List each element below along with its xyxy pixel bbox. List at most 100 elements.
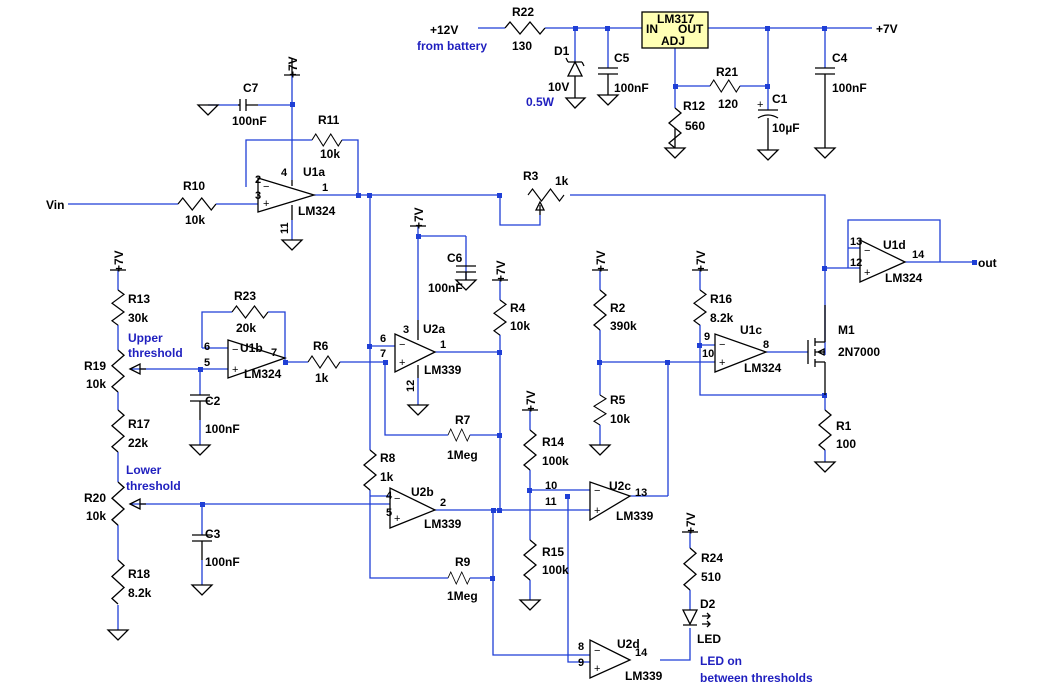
u1b-name: U1b <box>240 341 263 355</box>
m1-name: M1 <box>838 323 855 337</box>
label-7v-u1a: +7V <box>286 56 300 78</box>
c4-name: C4 <box>832 51 848 65</box>
pin: 3 <box>255 190 261 202</box>
svg-text:+: + <box>232 364 238 376</box>
pin: 10 <box>545 480 557 492</box>
r20-value: 10k <box>86 509 106 523</box>
reg-out: OUT <box>678 22 704 36</box>
u1c-part: LM324 <box>744 361 782 375</box>
reg-name: LM317 <box>657 12 695 26</box>
svg-text:−: − <box>263 181 269 193</box>
r6-name: R6 <box>313 339 329 353</box>
d2-name: D2 <box>700 597 716 611</box>
r23-name: R23 <box>234 289 256 303</box>
r10-value: 10k <box>185 213 205 227</box>
r10-name: R10 <box>183 179 205 193</box>
pin: 11 <box>279 222 291 234</box>
pin: 2 <box>440 497 446 509</box>
label-7v-r16: +7V <box>694 250 708 272</box>
pin: 6 <box>204 341 210 353</box>
c2-name: C2 <box>205 394 221 408</box>
r14-name: R14 <box>542 435 564 449</box>
label-out: out <box>978 256 997 270</box>
label-vin: Vin <box>46 198 64 212</box>
r9-name: R9 <box>455 555 471 569</box>
c2-value: 100nF <box>205 422 240 436</box>
pin: 9 <box>704 331 710 343</box>
u1a-name: U1a <box>303 165 325 179</box>
r4-value: 10k <box>510 319 530 333</box>
pin: 5 <box>204 357 210 369</box>
r13-value: 30k <box>128 311 148 325</box>
pin: 12 <box>850 257 862 269</box>
r14-value: 100k <box>542 454 569 468</box>
u2c-part: LM339 <box>616 509 654 523</box>
svg-text:−: − <box>864 245 870 257</box>
d1-name: D1 <box>554 44 570 58</box>
r22-name: R22 <box>512 5 534 19</box>
pin: 13 <box>635 487 647 499</box>
svg-text:+: + <box>594 663 600 675</box>
u1a-part: LM324 <box>298 204 336 218</box>
d1-value: 10V <box>548 80 569 94</box>
svg-text:−: − <box>232 344 238 356</box>
r2-value: 390k <box>610 319 637 333</box>
svg-text:−: − <box>594 645 600 657</box>
pin: 5 <box>386 507 392 519</box>
r21-name: R21 <box>716 65 738 79</box>
r12-name: R12 <box>683 99 705 113</box>
pin: 11 <box>545 496 557 508</box>
label-12v: +12V <box>430 23 458 37</box>
c3-value: 100nF <box>205 555 240 569</box>
svg-text:+: + <box>757 99 763 111</box>
pin: 13 <box>850 236 862 248</box>
r23-value: 20k <box>236 321 256 335</box>
r19-name: R19 <box>84 359 106 373</box>
c6-value: 100nF <box>428 281 463 295</box>
note-half-watt: 0.5W <box>526 95 555 109</box>
pin: 3 <box>403 324 409 336</box>
r5-name: R5 <box>610 393 626 407</box>
r9-value: 1Meg <box>447 589 478 603</box>
m1-value: 2N7000 <box>838 345 880 359</box>
c6-name: C6 <box>447 251 463 265</box>
u1d-part: LM324 <box>885 271 923 285</box>
r2-name: R2 <box>610 301 626 315</box>
r16-value: 8.2k <box>710 311 734 325</box>
pin: 1 <box>322 182 328 194</box>
pin: 4 <box>386 490 393 502</box>
svg-text:−: − <box>719 339 725 351</box>
r8-name: R8 <box>380 451 396 465</box>
reg-in: IN <box>646 22 658 36</box>
note-lower: Lower <box>126 463 162 477</box>
svg-text:+: + <box>394 513 400 525</box>
svg-text:+: + <box>719 357 725 369</box>
r8-value: 1k <box>380 470 394 484</box>
d2-value: LED <box>697 632 721 646</box>
r7-name: R7 <box>455 413 471 427</box>
label-7v-r4: +7V <box>494 260 508 282</box>
pin: 10 <box>702 348 714 360</box>
pin: 9 <box>578 657 584 669</box>
junctions <box>198 26 977 581</box>
u2a-name: U2a <box>423 322 445 336</box>
r3-name: R3 <box>523 169 539 183</box>
note-from-battery: from battery <box>417 39 487 53</box>
r13-name: R13 <box>128 292 150 306</box>
u2a-part: LM339 <box>424 363 462 377</box>
r3-value: 1k <box>555 174 569 188</box>
r11-value: 10k <box>320 147 340 161</box>
pin: 8 <box>763 339 769 351</box>
reg-adj: ADJ <box>661 34 685 48</box>
u2d-name: U2d <box>617 637 640 651</box>
c4-value: 100nF <box>832 81 867 95</box>
r17-name: R17 <box>128 417 150 431</box>
label-7v-u2a: +7V <box>412 207 426 229</box>
u1c-name: U1c <box>740 323 762 337</box>
u2c-name: U2c <box>609 479 631 493</box>
c7-name: C7 <box>243 81 259 95</box>
r1-value: 100 <box>836 437 856 451</box>
svg-text:+: + <box>399 357 405 369</box>
r4-name: R4 <box>510 301 526 315</box>
